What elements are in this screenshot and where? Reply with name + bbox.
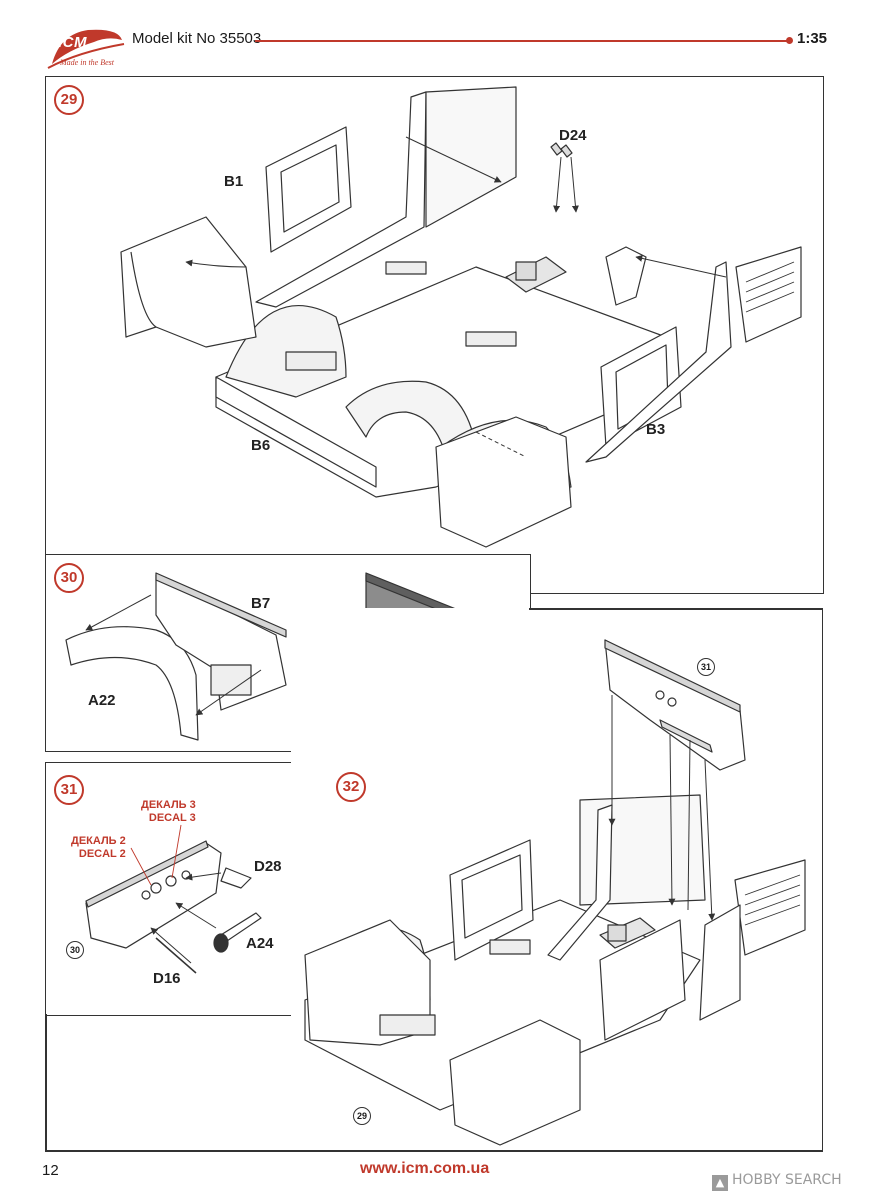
decal-3-label: ДЕКАЛЬ 3 DECAL 3 bbox=[141, 799, 196, 825]
logo-text: ICM bbox=[58, 34, 87, 51]
part-label-d28: D28 bbox=[254, 858, 282, 875]
step-31-badge: 31 bbox=[54, 775, 84, 805]
page-number: 12 bbox=[42, 1162, 59, 1179]
step-29-illustration bbox=[120, 86, 802, 548]
kit-number: Model kit No 35503 bbox=[132, 30, 262, 47]
step-29-panel: 29 B1 D24 B6 B3 bbox=[45, 76, 824, 594]
step-32-outline-top bbox=[529, 608, 822, 610]
step-32-outline-left bbox=[45, 1014, 47, 1151]
decal-3-label-en: DECAL 3 bbox=[148, 812, 196, 824]
decal-3-label-ru: ДЕКАЛЬ 3 bbox=[141, 799, 196, 811]
decal-2-label-ru: ДЕКАЛЬ 2 bbox=[71, 835, 126, 847]
step-31-illustration bbox=[85, 824, 262, 974]
part-label-b7: B7 bbox=[251, 595, 271, 612]
step-32-ref-31: 31 bbox=[697, 658, 715, 676]
step-31-panel: 31 ДЕКАЛЬ 3 DECAL 3 ДЕКАЛЬ 2 DECAL 2 D28… bbox=[45, 762, 293, 1016]
part-label-a24: A24 bbox=[246, 935, 274, 952]
watermark: ▲HOBBY SEARCH bbox=[712, 1172, 842, 1191]
step-32-ref-29: 29 bbox=[353, 1107, 371, 1125]
step-32-outline-bottom bbox=[45, 1150, 823, 1152]
logo-tagline: Made in the Best bbox=[60, 58, 114, 67]
step-29-badge: 29 bbox=[54, 85, 84, 115]
part-label-a22: A22 bbox=[88, 692, 116, 709]
scale-label: 1:35 bbox=[797, 30, 828, 47]
watermark-box-icon: ▲ bbox=[712, 1175, 728, 1191]
decal-2-label-en: DECAL 2 bbox=[78, 848, 126, 860]
step-32-panel bbox=[291, 608, 823, 1151]
part-label-d24: D24 bbox=[559, 127, 587, 144]
header-rule bbox=[255, 40, 790, 42]
header-rule-dot bbox=[786, 37, 793, 44]
watermark-text: HOBBY SEARCH bbox=[732, 1172, 842, 1188]
icm-logo-icon bbox=[47, 29, 125, 69]
part-label-b6: B6 bbox=[251, 437, 271, 454]
decal-2-label: ДЕКАЛЬ 2 DECAL 2 bbox=[71, 835, 126, 861]
step-31-ref-30: 30 bbox=[66, 941, 84, 959]
page-header: ICM Made in the Best Model kit No 35503 … bbox=[0, 0, 869, 80]
part-label-b1: B1 bbox=[224, 173, 244, 190]
step-30-badge: 30 bbox=[54, 563, 84, 593]
step-32-badge: 32 bbox=[336, 772, 366, 802]
website-link[interactable]: www.icm.com.ua bbox=[360, 1160, 490, 1177]
part-label-d16: D16 bbox=[153, 970, 181, 987]
part-label-b3: B3 bbox=[646, 421, 666, 438]
